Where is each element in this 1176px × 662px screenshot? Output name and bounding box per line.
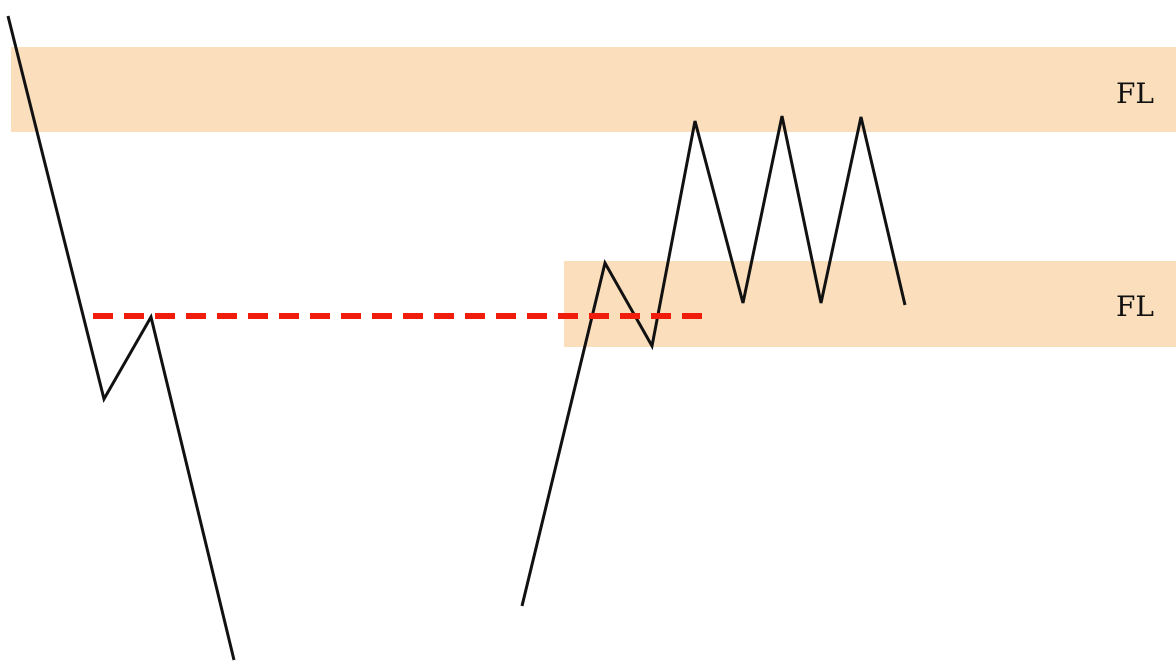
upper-fl-zone <box>11 47 1176 132</box>
left-price-path <box>6 15 236 661</box>
lower-zone-label: FL <box>1116 290 1154 323</box>
right-price-path <box>520 115 907 607</box>
upper-zone-label: FL <box>1116 77 1154 110</box>
